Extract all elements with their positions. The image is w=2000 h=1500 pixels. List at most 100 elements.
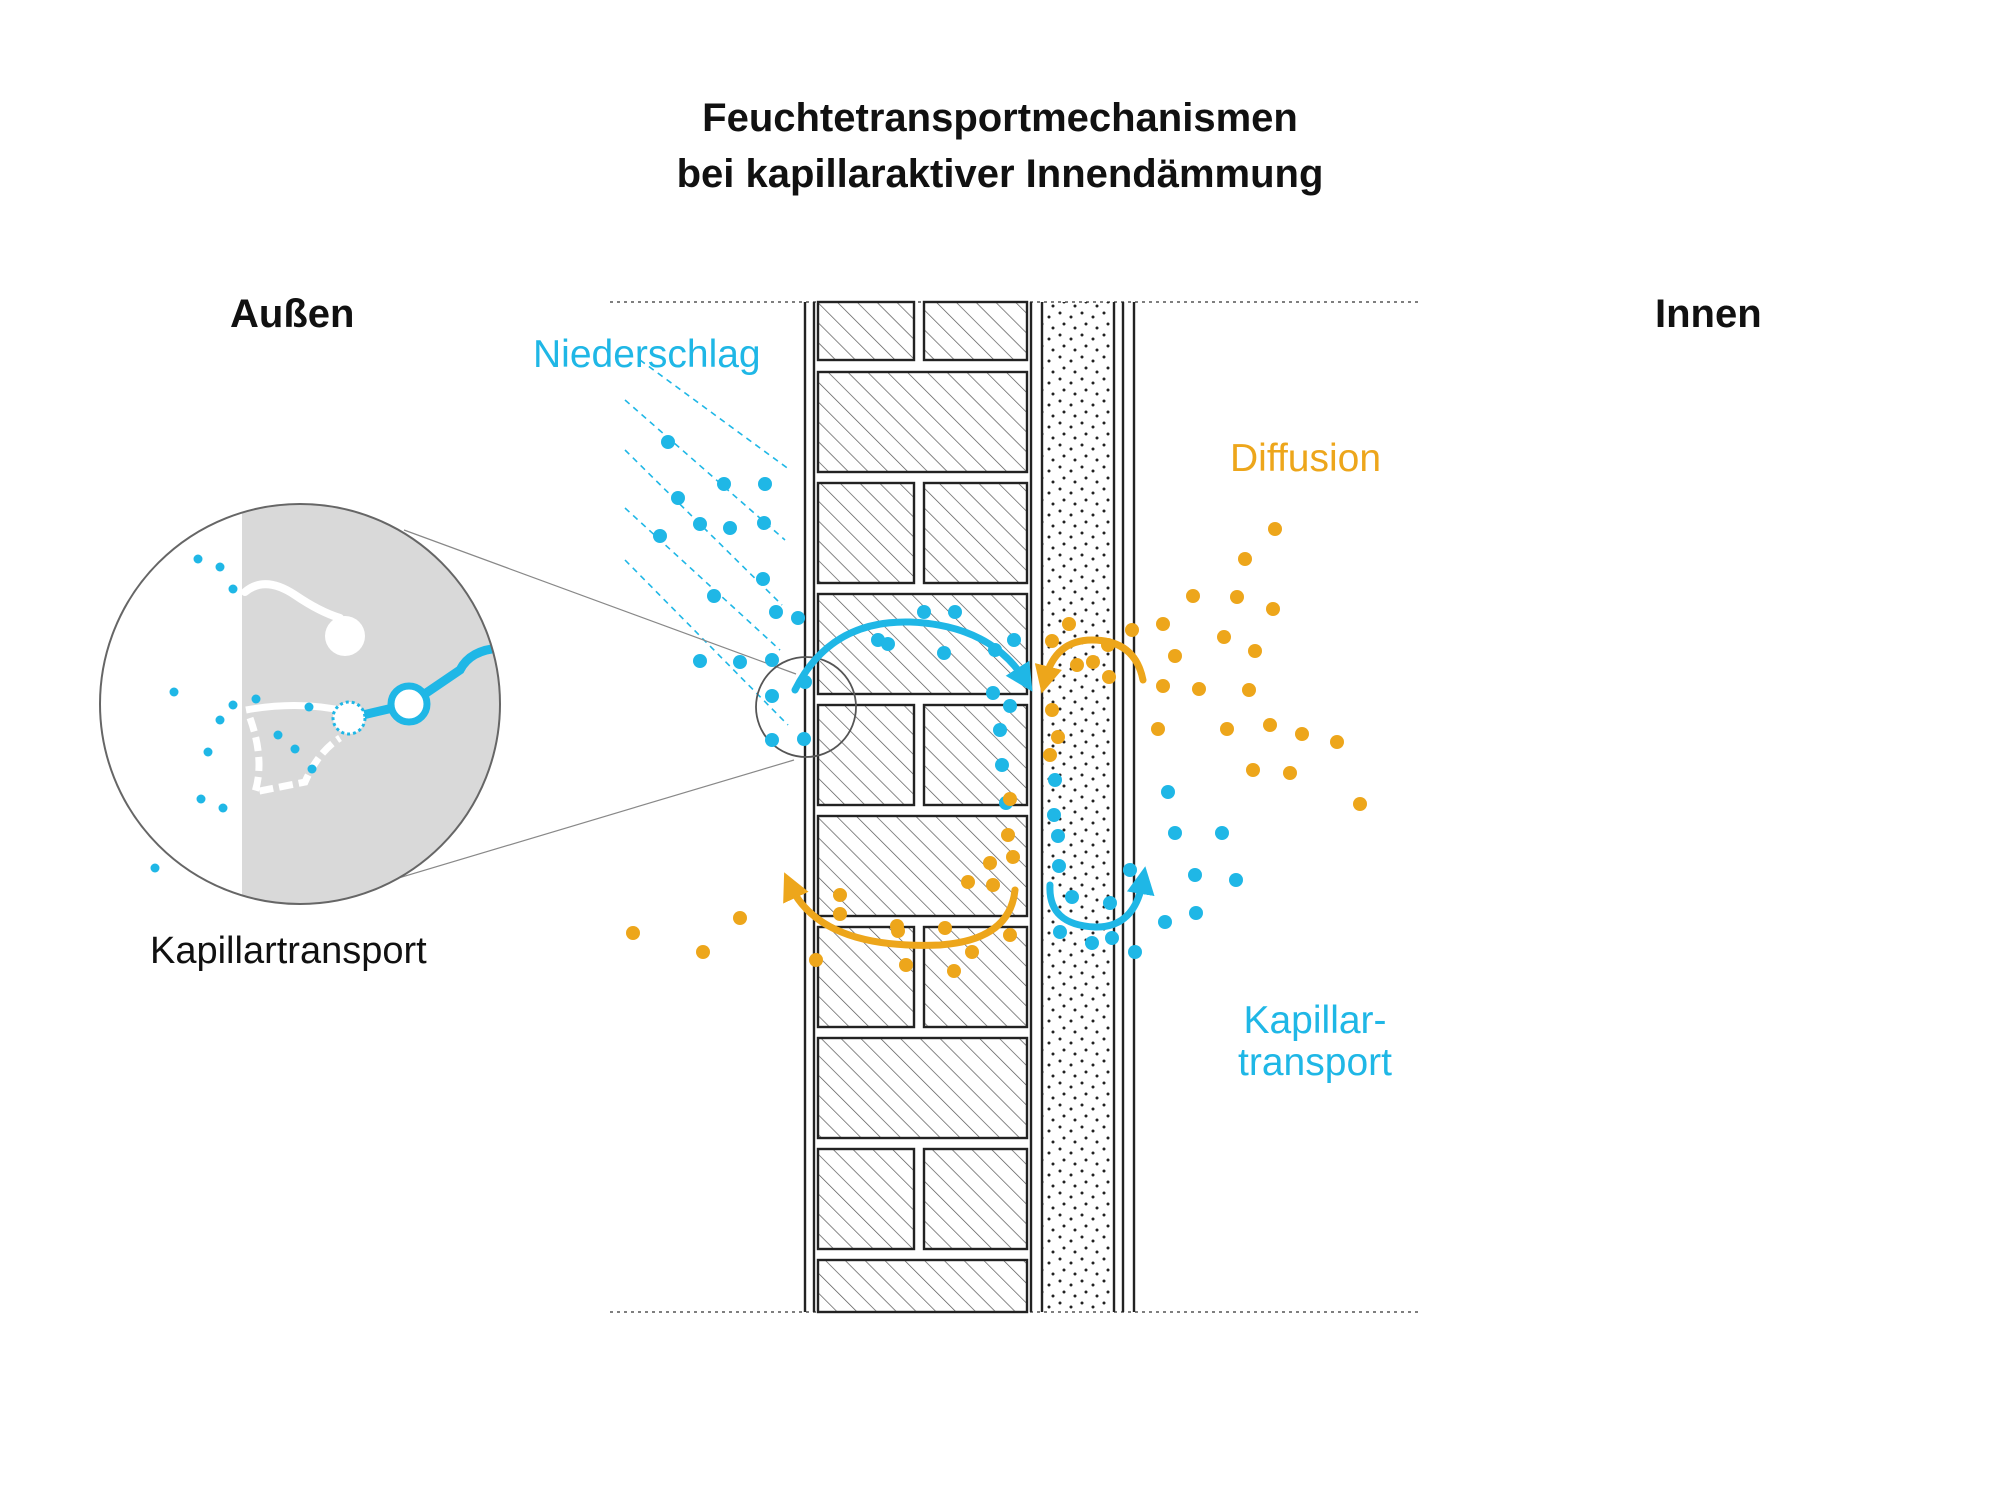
vapor-particle — [891, 924, 905, 938]
water-droplet — [653, 529, 667, 543]
capillary-transport-label: Kapillar- transport — [1200, 1000, 1430, 1084]
vapor-particle — [696, 945, 710, 959]
water-droplet — [150, 863, 160, 873]
water-droplet — [1105, 931, 1119, 945]
water-droplet — [193, 554, 203, 564]
vapor-particle — [833, 888, 847, 902]
diagram-title: Feuchtetransportmechanismen bei kapillar… — [0, 90, 2000, 202]
vapor-particle — [1051, 730, 1065, 744]
water-droplet — [733, 655, 747, 669]
diffusion-label: Diffusion — [1230, 437, 1382, 480]
water-droplet — [251, 694, 261, 704]
water-droplet — [196, 794, 206, 804]
vapor-particle — [1283, 766, 1297, 780]
brick — [816, 1147, 916, 1251]
vapor-particle — [1062, 617, 1076, 631]
brick — [816, 481, 916, 585]
water-droplet — [693, 654, 707, 668]
water-droplet — [791, 611, 805, 625]
water-droplet — [1188, 868, 1202, 882]
insulation-edges — [1040, 302, 1136, 1312]
water-droplet — [765, 653, 779, 667]
water-droplet — [717, 477, 731, 491]
vapor-particle — [938, 921, 952, 935]
water-droplet — [937, 646, 951, 660]
water-droplet — [1229, 873, 1243, 887]
brick — [816, 300, 916, 362]
water-droplet — [881, 637, 895, 651]
vapor-particle — [1003, 792, 1017, 806]
vapor-particle — [1220, 722, 1234, 736]
insulation-capillary-arrow — [1046, 866, 1155, 931]
vapor-particle — [1238, 552, 1252, 566]
vapor-particle — [1006, 850, 1020, 864]
water-droplet — [304, 702, 314, 712]
vapor-particle — [1295, 727, 1309, 741]
water-droplet — [215, 715, 225, 725]
title-line-2: bei kapillaraktiver Innendämmung — [676, 152, 1324, 196]
vapor-particle — [1217, 630, 1231, 644]
vapor-particle — [1156, 617, 1170, 631]
water-droplet — [707, 589, 721, 603]
water-droplet — [756, 572, 770, 586]
water-droplet — [988, 643, 1002, 657]
brick — [922, 1147, 1029, 1251]
water-droplet — [986, 686, 1000, 700]
water-droplet — [1168, 826, 1182, 840]
brick — [816, 1258, 1029, 1314]
water-droplet — [948, 605, 962, 619]
water-droplet — [1048, 773, 1062, 787]
capillary-active-insulation — [1042, 302, 1114, 1312]
vapor-particle — [733, 911, 747, 925]
water-droplet — [723, 521, 737, 535]
vapor-particle — [1045, 634, 1059, 648]
vapor-particle — [809, 953, 823, 967]
vapor-particle — [965, 945, 979, 959]
vapor-particle — [1192, 682, 1206, 696]
brick — [816, 1036, 1029, 1140]
water-droplet — [228, 700, 238, 710]
water-droplet — [203, 747, 213, 757]
water-droplet — [765, 689, 779, 703]
vapor-particle — [1125, 623, 1139, 637]
water-droplet — [218, 803, 228, 813]
vapor-particle — [1101, 638, 1115, 652]
precipitation-lines — [624, 359, 791, 726]
water-droplet — [228, 584, 238, 594]
vapor-particle — [1353, 797, 1367, 811]
water-droplet — [169, 687, 179, 697]
vapor-particle — [1003, 928, 1017, 942]
vapor-particle — [986, 878, 1000, 892]
water-droplet — [307, 764, 317, 774]
vapor-particle — [983, 856, 997, 870]
vapor-particle — [1246, 763, 1260, 777]
water-droplet — [758, 477, 772, 491]
vapor-particle — [1186, 589, 1200, 603]
water-droplet — [1128, 945, 1142, 959]
magnifier-callout-icon — [99, 503, 857, 905]
water-droplet — [917, 605, 931, 619]
vapor-particle — [1230, 590, 1244, 604]
capillary-label-line-1: Kapillar- — [1243, 999, 1387, 1042]
brick — [816, 370, 1029, 474]
vapor-particle — [1151, 722, 1165, 736]
water-droplet — [1053, 925, 1067, 939]
vapor-particle — [1168, 649, 1182, 663]
title-line-1: Feuchtetransportmechanismen — [702, 96, 1298, 140]
water-droplet — [1215, 826, 1229, 840]
vapor-particle-icon — [626, 522, 1367, 978]
water-droplet — [769, 605, 783, 619]
water-droplet — [1051, 829, 1065, 843]
vapor-particle — [899, 958, 913, 972]
water-droplet — [1007, 633, 1021, 647]
water-droplet — [797, 732, 811, 746]
vapor-particle — [1045, 703, 1059, 717]
vapor-particle — [833, 907, 847, 921]
water-droplet — [757, 516, 771, 530]
brick — [922, 481, 1029, 585]
water-droplet — [1052, 859, 1066, 873]
vapor-particle — [961, 875, 975, 889]
masonry-bricks — [816, 300, 1029, 1314]
water-droplet — [1158, 915, 1172, 929]
water-droplet — [1189, 906, 1203, 920]
